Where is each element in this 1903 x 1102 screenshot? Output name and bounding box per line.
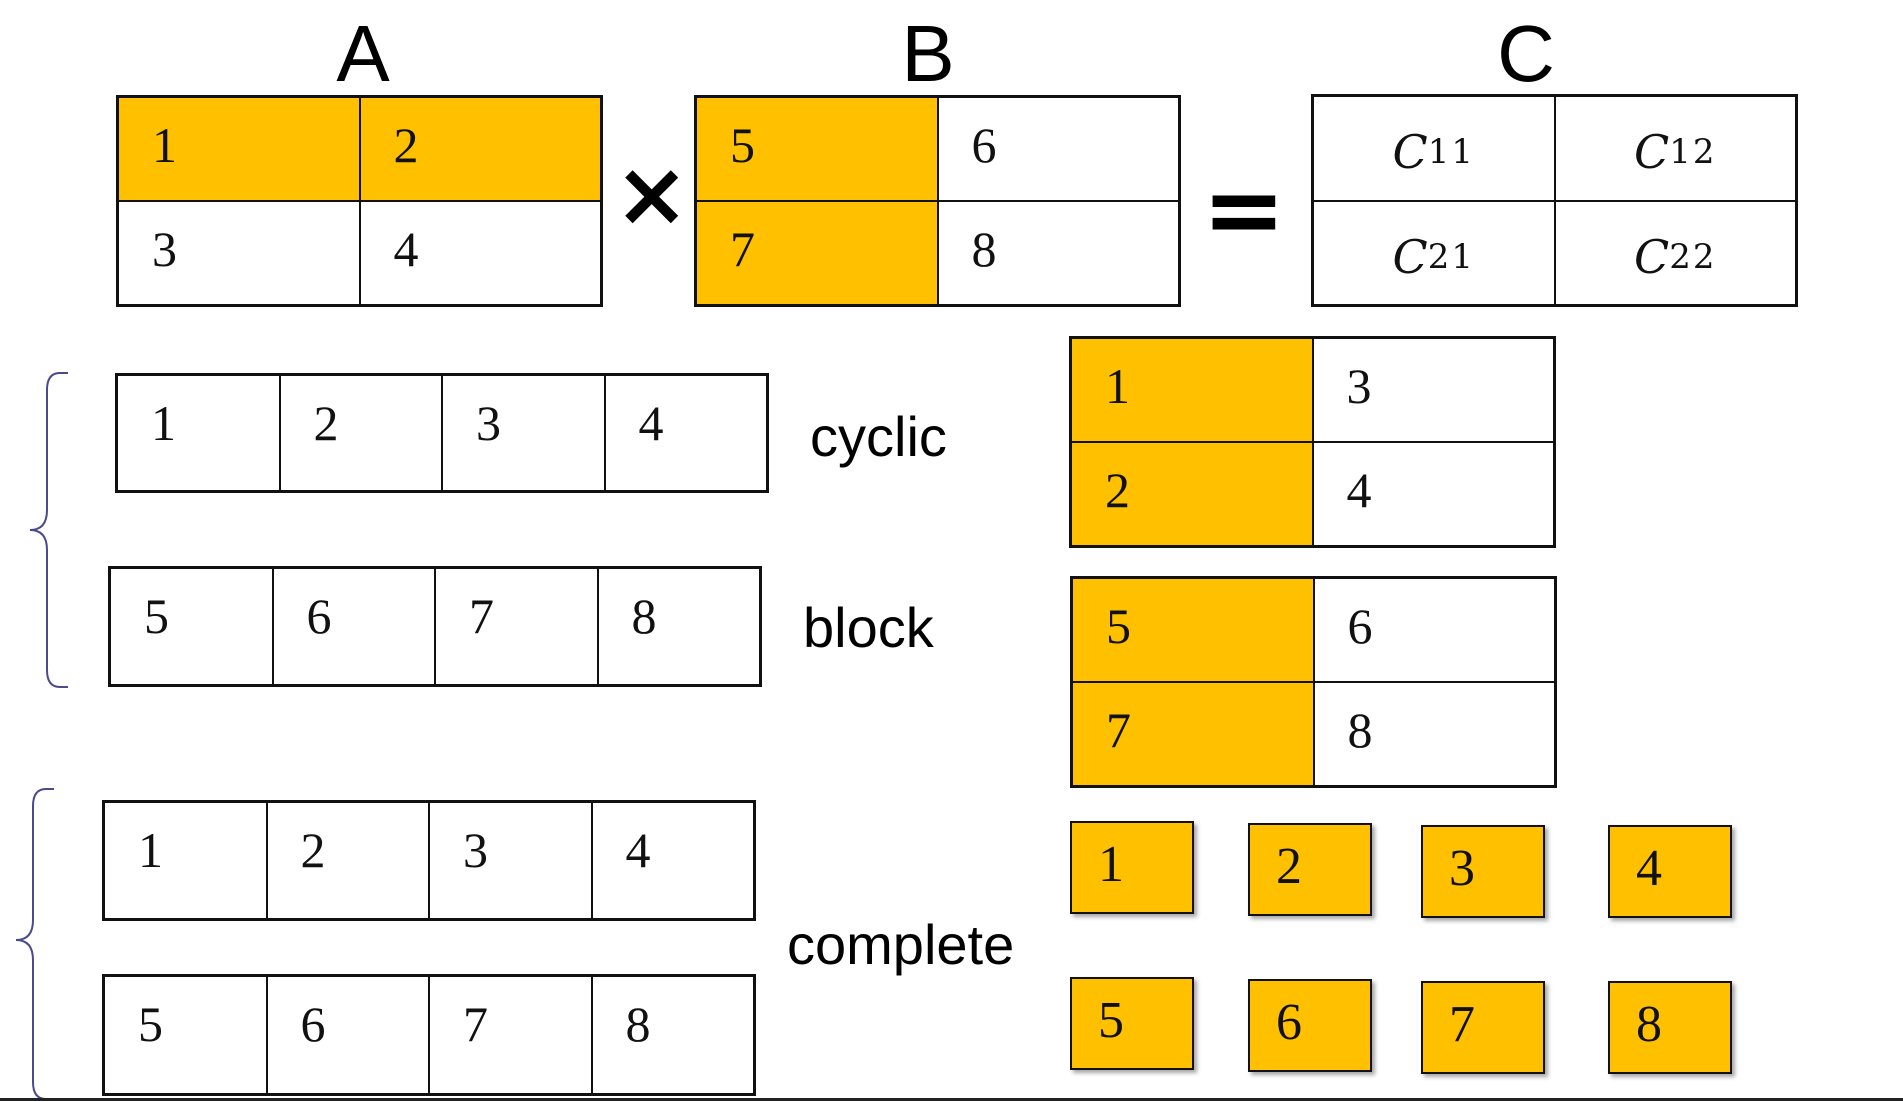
row-cell: 6	[272, 568, 435, 685]
block-label: block	[803, 596, 934, 659]
complete-box: 8	[1608, 981, 1732, 1074]
row-cell: 4	[604, 375, 767, 491]
matrix-cell: 7	[1072, 682, 1314, 786]
matrix-a-cell: 2	[359, 97, 601, 201]
row-cell: 6	[266, 976, 429, 1094]
complete-box: 7	[1421, 981, 1545, 1074]
row-cell: 4	[591, 802, 754, 919]
multiply-operator: ×	[614, 142, 690, 247]
row-cell: 7	[429, 976, 592, 1094]
matrix-cell: 5	[1072, 578, 1314, 682]
row-cell: 8	[597, 568, 760, 685]
complete-box: 5	[1070, 977, 1194, 1070]
matrix-cell: 2	[1071, 442, 1313, 546]
bottom-rule	[0, 1098, 1903, 1101]
row-cell: 2	[279, 375, 442, 491]
cyclic-row-a: 1 2 3 4	[115, 373, 769, 493]
block-row-b: 5 6 7 8	[108, 566, 762, 687]
row-cell: 5	[110, 568, 273, 685]
matrix-a-cell: 3	[118, 201, 360, 305]
matrix-a: 1 2 3 4	[116, 95, 603, 307]
complete-label: complete	[787, 913, 1015, 976]
complete-box: 2	[1248, 823, 1372, 916]
bracket-cyclic-block	[29, 372, 68, 688]
matrix-b-cell: 6	[937, 97, 1179, 201]
matrix-cell: 3	[1312, 338, 1554, 442]
bracket-complete	[15, 788, 54, 1100]
matrix-b: 5 6 7 8	[694, 95, 1181, 307]
matrix-cell: 8	[1313, 682, 1555, 786]
complete-box: 4	[1608, 825, 1732, 918]
row-cell: 1	[117, 375, 280, 491]
cyclic-label: cyclic	[810, 405, 947, 468]
matrix-cell: 6	[1313, 578, 1555, 682]
complete-row-a: 1 2 3 4	[102, 800, 756, 921]
matrix-cell: 4	[1312, 442, 1554, 546]
row-cell: 8	[591, 976, 754, 1094]
matrix-b-cell: 5	[696, 97, 938, 201]
matrix-cell: 1	[1071, 338, 1313, 442]
matrix-b-label: B	[901, 9, 955, 98]
row-cell: 5	[104, 976, 267, 1094]
matrix-c-label: C	[1497, 9, 1555, 98]
row-cell: 7	[435, 568, 598, 685]
row-cell: 1	[104, 802, 267, 919]
complete-box: 6	[1248, 979, 1372, 1072]
cyclic-matrix-a: 1 3 2 4	[1069, 336, 1556, 548]
equals-operator: =	[1202, 151, 1286, 268]
complete-row-b: 5 6 7 8	[102, 974, 756, 1096]
matrix-b-cell: 8	[937, 201, 1179, 305]
matrix-a-label: A	[336, 9, 390, 98]
block-matrix-b: 5 6 7 8	[1070, 576, 1557, 788]
matrix-a-cell: 4	[359, 201, 601, 305]
complete-box: 3	[1421, 825, 1545, 918]
row-cell: 3	[429, 802, 592, 919]
matrix-a-cell: 1	[118, 97, 360, 201]
matrix-b-cell: 7	[696, 201, 938, 305]
row-cell: 2	[266, 802, 429, 919]
complete-box: 1	[1070, 821, 1194, 914]
row-cell: 3	[442, 375, 605, 491]
